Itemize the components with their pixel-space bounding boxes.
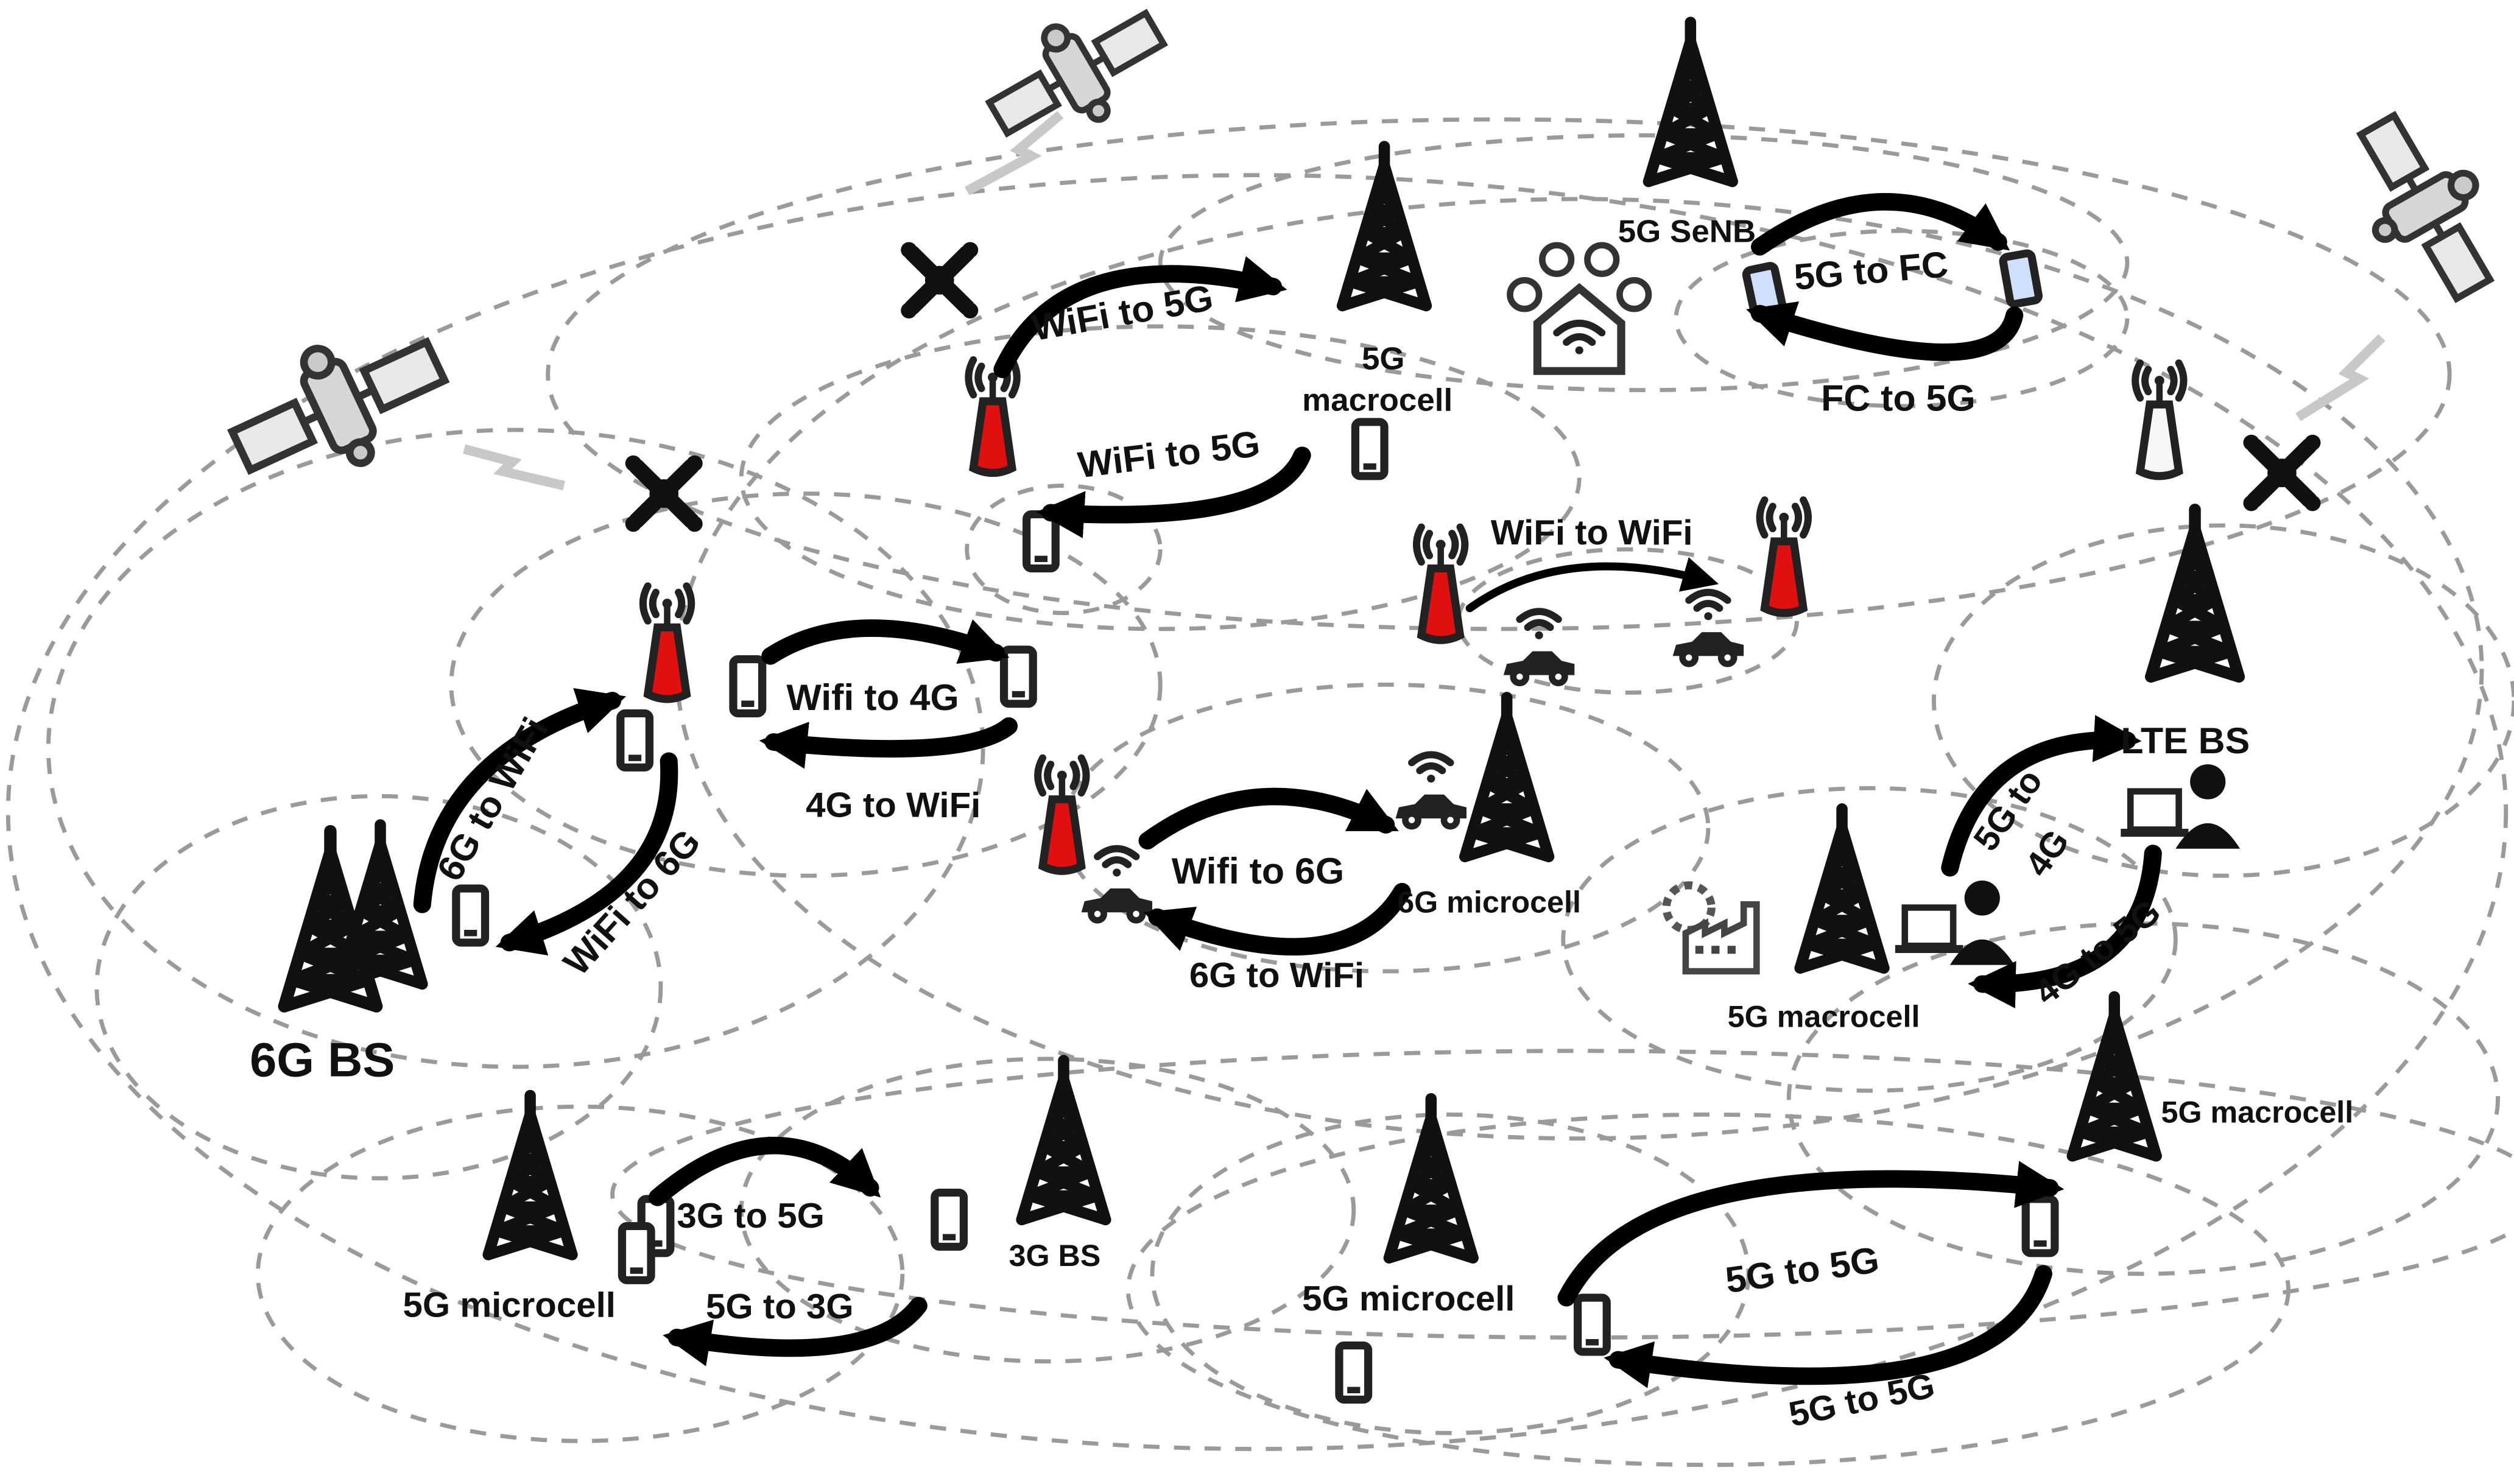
handover-arrow (1604, 1265, 2052, 1388)
label-5g-macrocell-top-2: macrocell (1302, 382, 1452, 418)
wifi-access-point-icon (1038, 758, 1086, 871)
car-icon (1504, 651, 1574, 683)
smartphone-icon (1339, 1346, 1368, 1400)
label-wifi-to-6g-left: WiFi to 6G (555, 821, 708, 983)
handover-arrow (413, 688, 627, 913)
cell-tower-icon (1465, 697, 1549, 856)
handover-arrow (1138, 787, 1399, 849)
smartphone-icon (2026, 1199, 2055, 1253)
label-6g-to-wifi-mid: 6G to WiFi (1189, 956, 1364, 995)
label-3g-bs: 3G BS (1009, 1239, 1100, 1273)
wifi-signal-icon (1689, 593, 1728, 621)
label-wifi-to-6g-mid: Wifi to 6G (1172, 851, 1344, 892)
smartphone-icon (1578, 1298, 1607, 1352)
handover-arrow (1036, 446, 1311, 538)
tablet-icon (1999, 249, 2043, 308)
cell-tower-icon (1342, 147, 1426, 306)
label-5g-to-3g: 5G to 3G (706, 1287, 854, 1326)
smartphone-icon (622, 1226, 651, 1280)
car-icon (1082, 888, 1152, 920)
cell-tower-icon (2151, 510, 2239, 677)
label-senb: 5G SeNB (1618, 214, 1756, 250)
drone-icon (625, 455, 703, 532)
car-icon (1673, 632, 1744, 664)
handover-arrow (663, 1296, 928, 1366)
wifi-signal-icon (1519, 611, 1558, 639)
label-wifi-to-4g: Wifi to 4G (786, 677, 959, 719)
label-5g-microcell-mid: 5G microcell (1302, 1279, 1515, 1318)
label-4g-to-5g: 4G to 5G (2027, 892, 2168, 1013)
drone-icon (2243, 435, 2320, 512)
handover-arrow (1968, 845, 2162, 1008)
cell-tower-icon (1022, 1060, 1106, 1219)
label-fc-to-5g: FC to 5G (1821, 378, 1976, 419)
handover-arrow (1746, 301, 2024, 361)
handover-arrow (495, 752, 678, 956)
car-icon (1396, 795, 1466, 826)
smartphone-icon (621, 713, 650, 767)
user-laptop-icon (2121, 764, 2241, 849)
label-5g-to-4g-2: 4G (2018, 823, 2077, 883)
smartphone-icon (1355, 422, 1384, 476)
smartphone-icon (456, 888, 485, 943)
label-5g-microcell-left: 5G microcell (403, 1286, 616, 1325)
wifi-signal-icon (1412, 754, 1451, 782)
label-5g-macrocell-top-1: 5G (1362, 341, 1405, 377)
handover-arrow (761, 619, 1010, 665)
wifi-access-point-icon (968, 360, 1016, 473)
user-laptop-icon (1895, 880, 2015, 965)
label-lte-bs: LTE BS (2121, 720, 2250, 761)
factory-icon (1662, 881, 1760, 975)
handover-arrow (993, 256, 1287, 379)
wifi-signal-icon (1097, 849, 1136, 877)
cell-tower-icon (488, 1095, 572, 1254)
smartphone-icon (1027, 515, 1056, 569)
label-5g-macrocell-right: 5G macrocell (1728, 1000, 1920, 1034)
smartphone-icon (1004, 650, 1033, 704)
satellite-icon (215, 305, 462, 507)
label-5g-to-fc: 5G to FC (1792, 244, 1950, 298)
cell-tower-icon (1800, 809, 1884, 968)
label-6g-to-wifi: 6G to WiFi (429, 711, 556, 888)
wifi-access-point-icon (2135, 363, 2183, 476)
handover-arrows (413, 193, 2162, 1388)
handover-arrow (759, 717, 1018, 769)
handover-arrow (1143, 882, 1411, 956)
satellite-icon (2329, 97, 2514, 317)
smart-home-icon (1507, 242, 1652, 375)
label-wifi-to-wifi: WiFi to WiFi (1491, 514, 1693, 553)
label-4g-to-wifi: 4G to WiFi (806, 786, 981, 825)
smartphone-icon (935, 1192, 964, 1247)
label-6g-bs: 6G BS (250, 1033, 395, 1086)
cell-tower-icon (1649, 23, 1733, 181)
cell-tower-icon (1389, 1099, 1473, 1257)
satellite-links (463, 111, 2385, 491)
wifi-access-point-icon (643, 586, 691, 699)
drone-icon (901, 242, 978, 318)
wifi-access-point-icon (1760, 500, 1808, 613)
coverage-areas (5, 117, 2514, 1468)
handover-arrow (1941, 715, 2142, 877)
handover-arrow (1751, 193, 2010, 256)
label-wifi-to-5g-b: WiFi to 5G (1076, 423, 1262, 485)
label-3g-to-5g: 3G to 5G (677, 1197, 825, 1236)
label-5g-macrocell-far-right: 5G macrocell (2161, 1095, 2353, 1130)
label-6g-microcell: 6G microcell (1397, 885, 1581, 920)
smartphone-icon (733, 659, 762, 714)
labels: 5G SeNB 5G to FC FC to 5G WiFi to 5G 5G … (250, 214, 2353, 1435)
handover-arrow (1465, 557, 1719, 613)
wifi-access-point-icon (1417, 527, 1465, 641)
handover-arrow (1557, 1161, 2065, 1307)
handover-arrow (649, 1136, 881, 1206)
